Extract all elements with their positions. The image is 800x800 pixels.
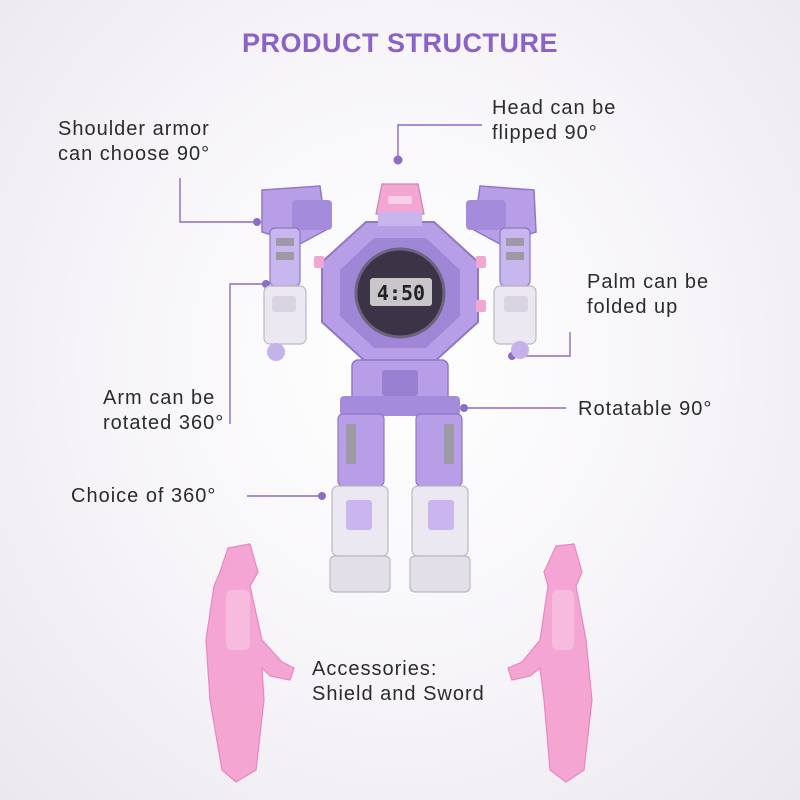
- leader-line-arm: [229, 283, 264, 424]
- left-leg: [329, 413, 391, 593]
- leader-lines: [179, 124, 571, 497]
- left-arm: [263, 227, 307, 361]
- callout-shoulder-armor: Shoulder armor can choose 90°: [58, 118, 211, 165]
- robot-head: [375, 183, 425, 226]
- leader-line-head: [397, 124, 482, 158]
- callout-choice: Choice of 360°: [71, 485, 217, 507]
- accessory-left: [205, 543, 295, 783]
- page-title: PRODUCT STRUCTURE: [242, 28, 558, 58]
- callout-head: Head can be flipped 90°: [492, 97, 617, 144]
- leader-line-palm: [515, 332, 571, 357]
- accessory-right: [507, 543, 593, 783]
- watch-display-time: 4:50: [377, 281, 425, 305]
- callout-arm: Arm can be rotated 360°: [103, 387, 225, 434]
- leader-dot-shoulder: [253, 218, 261, 226]
- callout-palm: Palm can be folded up: [587, 271, 710, 318]
- callout-rotatable: Rotatable 90°: [578, 398, 713, 420]
- right-leg: [409, 413, 471, 593]
- callout-accessories: Accessories: Shield and Sword: [312, 658, 485, 705]
- watch-lcd: [370, 278, 432, 306]
- leader-dot-head: [393, 155, 403, 165]
- leader-dot-rotatable: [460, 404, 468, 412]
- leader-dot-choice: [318, 492, 326, 500]
- right-arm: [493, 227, 537, 359]
- leader-line-shoulder: [179, 178, 255, 223]
- robot-toy: 4:50: [261, 183, 537, 593]
